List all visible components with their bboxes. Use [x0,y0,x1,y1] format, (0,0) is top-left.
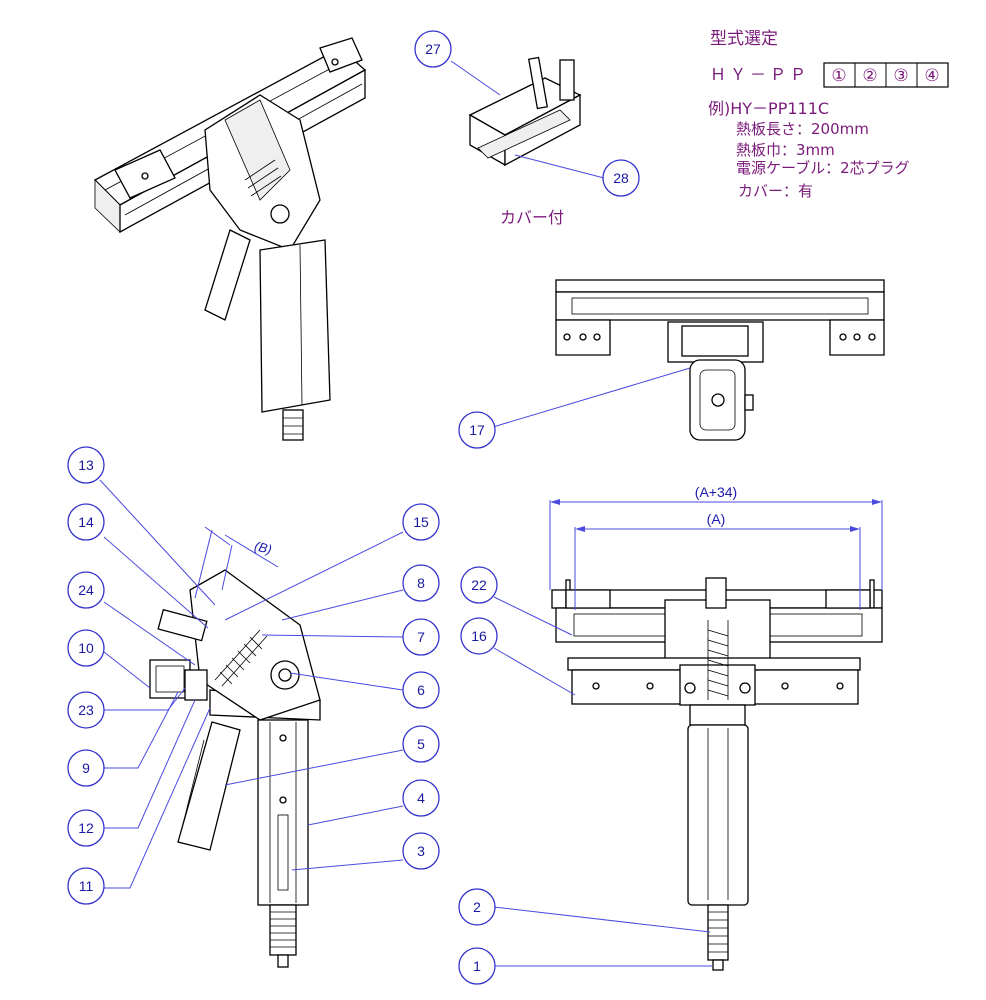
callout-3: 3 [402,832,440,870]
spec-line-1: 熱板長さ：200mm [736,120,869,138]
callout-9: 9 [67,749,105,787]
callout-5-number: 5 [417,736,425,752]
callout-8: 8 [402,564,440,602]
spec-line-2: 熱板巾：3mm [736,141,835,159]
callout-16: 16 [460,617,498,655]
callout-2-number: 2 [473,899,481,915]
callout-6-number: 6 [417,682,425,698]
cover-post [559,59,575,101]
callout-12-number: 12 [78,820,94,836]
callout-7-number: 7 [417,629,425,645]
callout-17-number: 17 [469,422,485,438]
side-pivot-inner [278,668,292,682]
iso-pivot [270,204,290,224]
callout-3-number: 3 [417,843,425,859]
callout-14-number: 14 [78,514,94,530]
code-box-4: ④ [924,66,939,86]
callout-14: 14 [67,503,105,541]
callout-27: 27 [414,30,452,68]
iso-bracket-right [319,37,363,73]
side-threaded-end [269,904,297,956]
callout-11: 11 [67,867,105,905]
callout-24: 24 [67,571,105,609]
callout-10-number: 10 [78,640,94,656]
selection-title: 型式選定 [710,29,778,49]
callout-13-number: 13 [78,457,94,473]
callout-22: 22 [460,566,498,604]
cover-caption: カバー付 [500,208,564,227]
cover-heater [477,109,571,159]
front-body-tube [687,724,749,906]
iso-body-tube [259,239,331,413]
dimension-overall-label: (A+34) [695,484,737,500]
callout-13: 13 [67,446,105,484]
spec-line-4: カバー：有 [738,182,813,200]
front-spring [707,620,729,700]
callout-11-number: 11 [79,878,94,894]
code-box-2: ② [862,66,877,86]
isometric-view [93,37,367,441]
callout-27-number: 27 [425,41,441,57]
callout-1: 1 [458,947,496,985]
side-adapter [184,669,208,701]
callout-23-number: 23 [78,702,94,718]
side-view [149,569,321,968]
front-right-bracket [825,589,871,609]
callout-2: 2 [458,888,496,926]
dimension-angle-label: (B) [253,538,274,557]
side-body-tube [257,719,309,906]
callout-15: 15 [402,503,440,541]
callout-22-number: 22 [471,577,487,593]
side-heater-plate [157,608,208,642]
iso-handle [204,229,251,321]
callout-23: 23 [67,691,105,729]
top-view [555,279,885,441]
iso-spring-housing [224,99,291,201]
example-label: 例)HY－PP111C [708,99,829,118]
model-prefix: ＨＹ－ＰＰ [710,65,810,84]
callout-12: 12 [67,809,105,847]
callout-7: 7 [402,618,440,656]
front-left-bracket [565,589,611,609]
callout-28: 28 [602,159,640,197]
dimension-overall: (A+34) [549,484,883,590]
callout-24-number: 24 [78,582,94,598]
dimension-inner: (A) [574,511,861,610]
cover-handle [527,56,549,110]
callout-10: 10 [67,629,105,667]
callout-1-number: 1 [473,958,481,974]
iso-threaded-end [282,409,304,441]
callout-9-number: 9 [82,760,90,776]
side-handle [177,721,241,851]
code-box-3: ③ [893,66,908,86]
top-rail-frame [555,291,885,321]
cover-view [468,56,582,167]
callout-28-number: 28 [613,170,629,186]
top-rail-back [555,279,885,293]
front-view [551,577,883,971]
dimension-inner-label: (A) [707,511,726,527]
callout-4-number: 4 [417,790,425,806]
side-spring [214,629,268,687]
spec-line-3: 電源ケーブル：2芯プラグ [736,159,910,177]
callout-16-number: 16 [471,628,487,644]
callout-4: 4 [402,779,440,817]
callout-5: 5 [402,725,440,763]
callout-15-number: 15 [413,514,429,530]
callout-6: 6 [402,671,440,709]
front-top-post [705,577,727,609]
front-center-block [664,599,771,661]
model-selection-block: 型式選定 ＨＹ－ＰＰ ① ② ③ ④ 例)HY－PP111C 熱板長さ：200m… [708,29,949,200]
callout-8-number: 8 [417,575,425,591]
front-neck [689,704,746,726]
code-box-1: ① [831,66,846,86]
leader-lines [99,60,712,967]
callout-17: 17 [458,411,496,449]
